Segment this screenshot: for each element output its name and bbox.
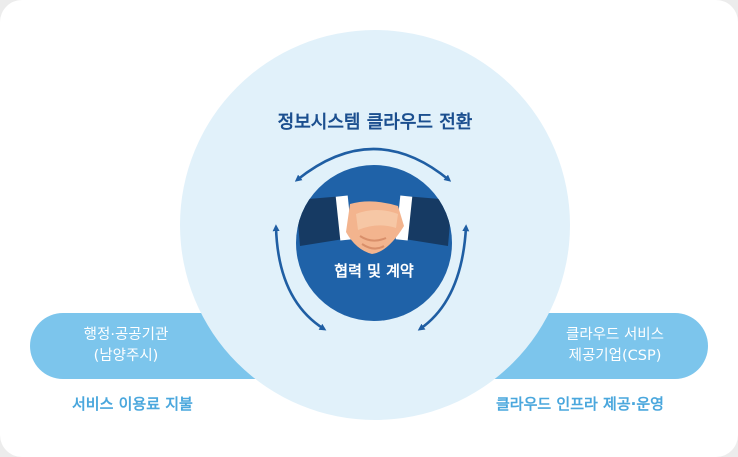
left-arc-arrow xyxy=(272,224,327,331)
right-party-subname: 제공기업(CSP) xyxy=(568,348,662,364)
double-arrow-icon xyxy=(272,147,470,331)
right-arc-arrow xyxy=(417,224,470,331)
left-party-subname: (남양주시) xyxy=(93,348,159,364)
handshake-icon xyxy=(296,195,452,254)
right-party-caption: 클라우드 인프라 제공·운영 xyxy=(496,395,664,413)
top-arc-arrow xyxy=(294,147,452,182)
left-party-caption: 서비스 이용료 지불 xyxy=(72,395,193,413)
diagram-title: 정보시스템 클라우드 전환 xyxy=(277,112,473,133)
left-party-name: 행정·공공기관 xyxy=(83,327,169,343)
right-party-name: 클라우드 서비스 xyxy=(566,327,664,343)
center-label: 협력 및 계약 xyxy=(334,262,414,280)
